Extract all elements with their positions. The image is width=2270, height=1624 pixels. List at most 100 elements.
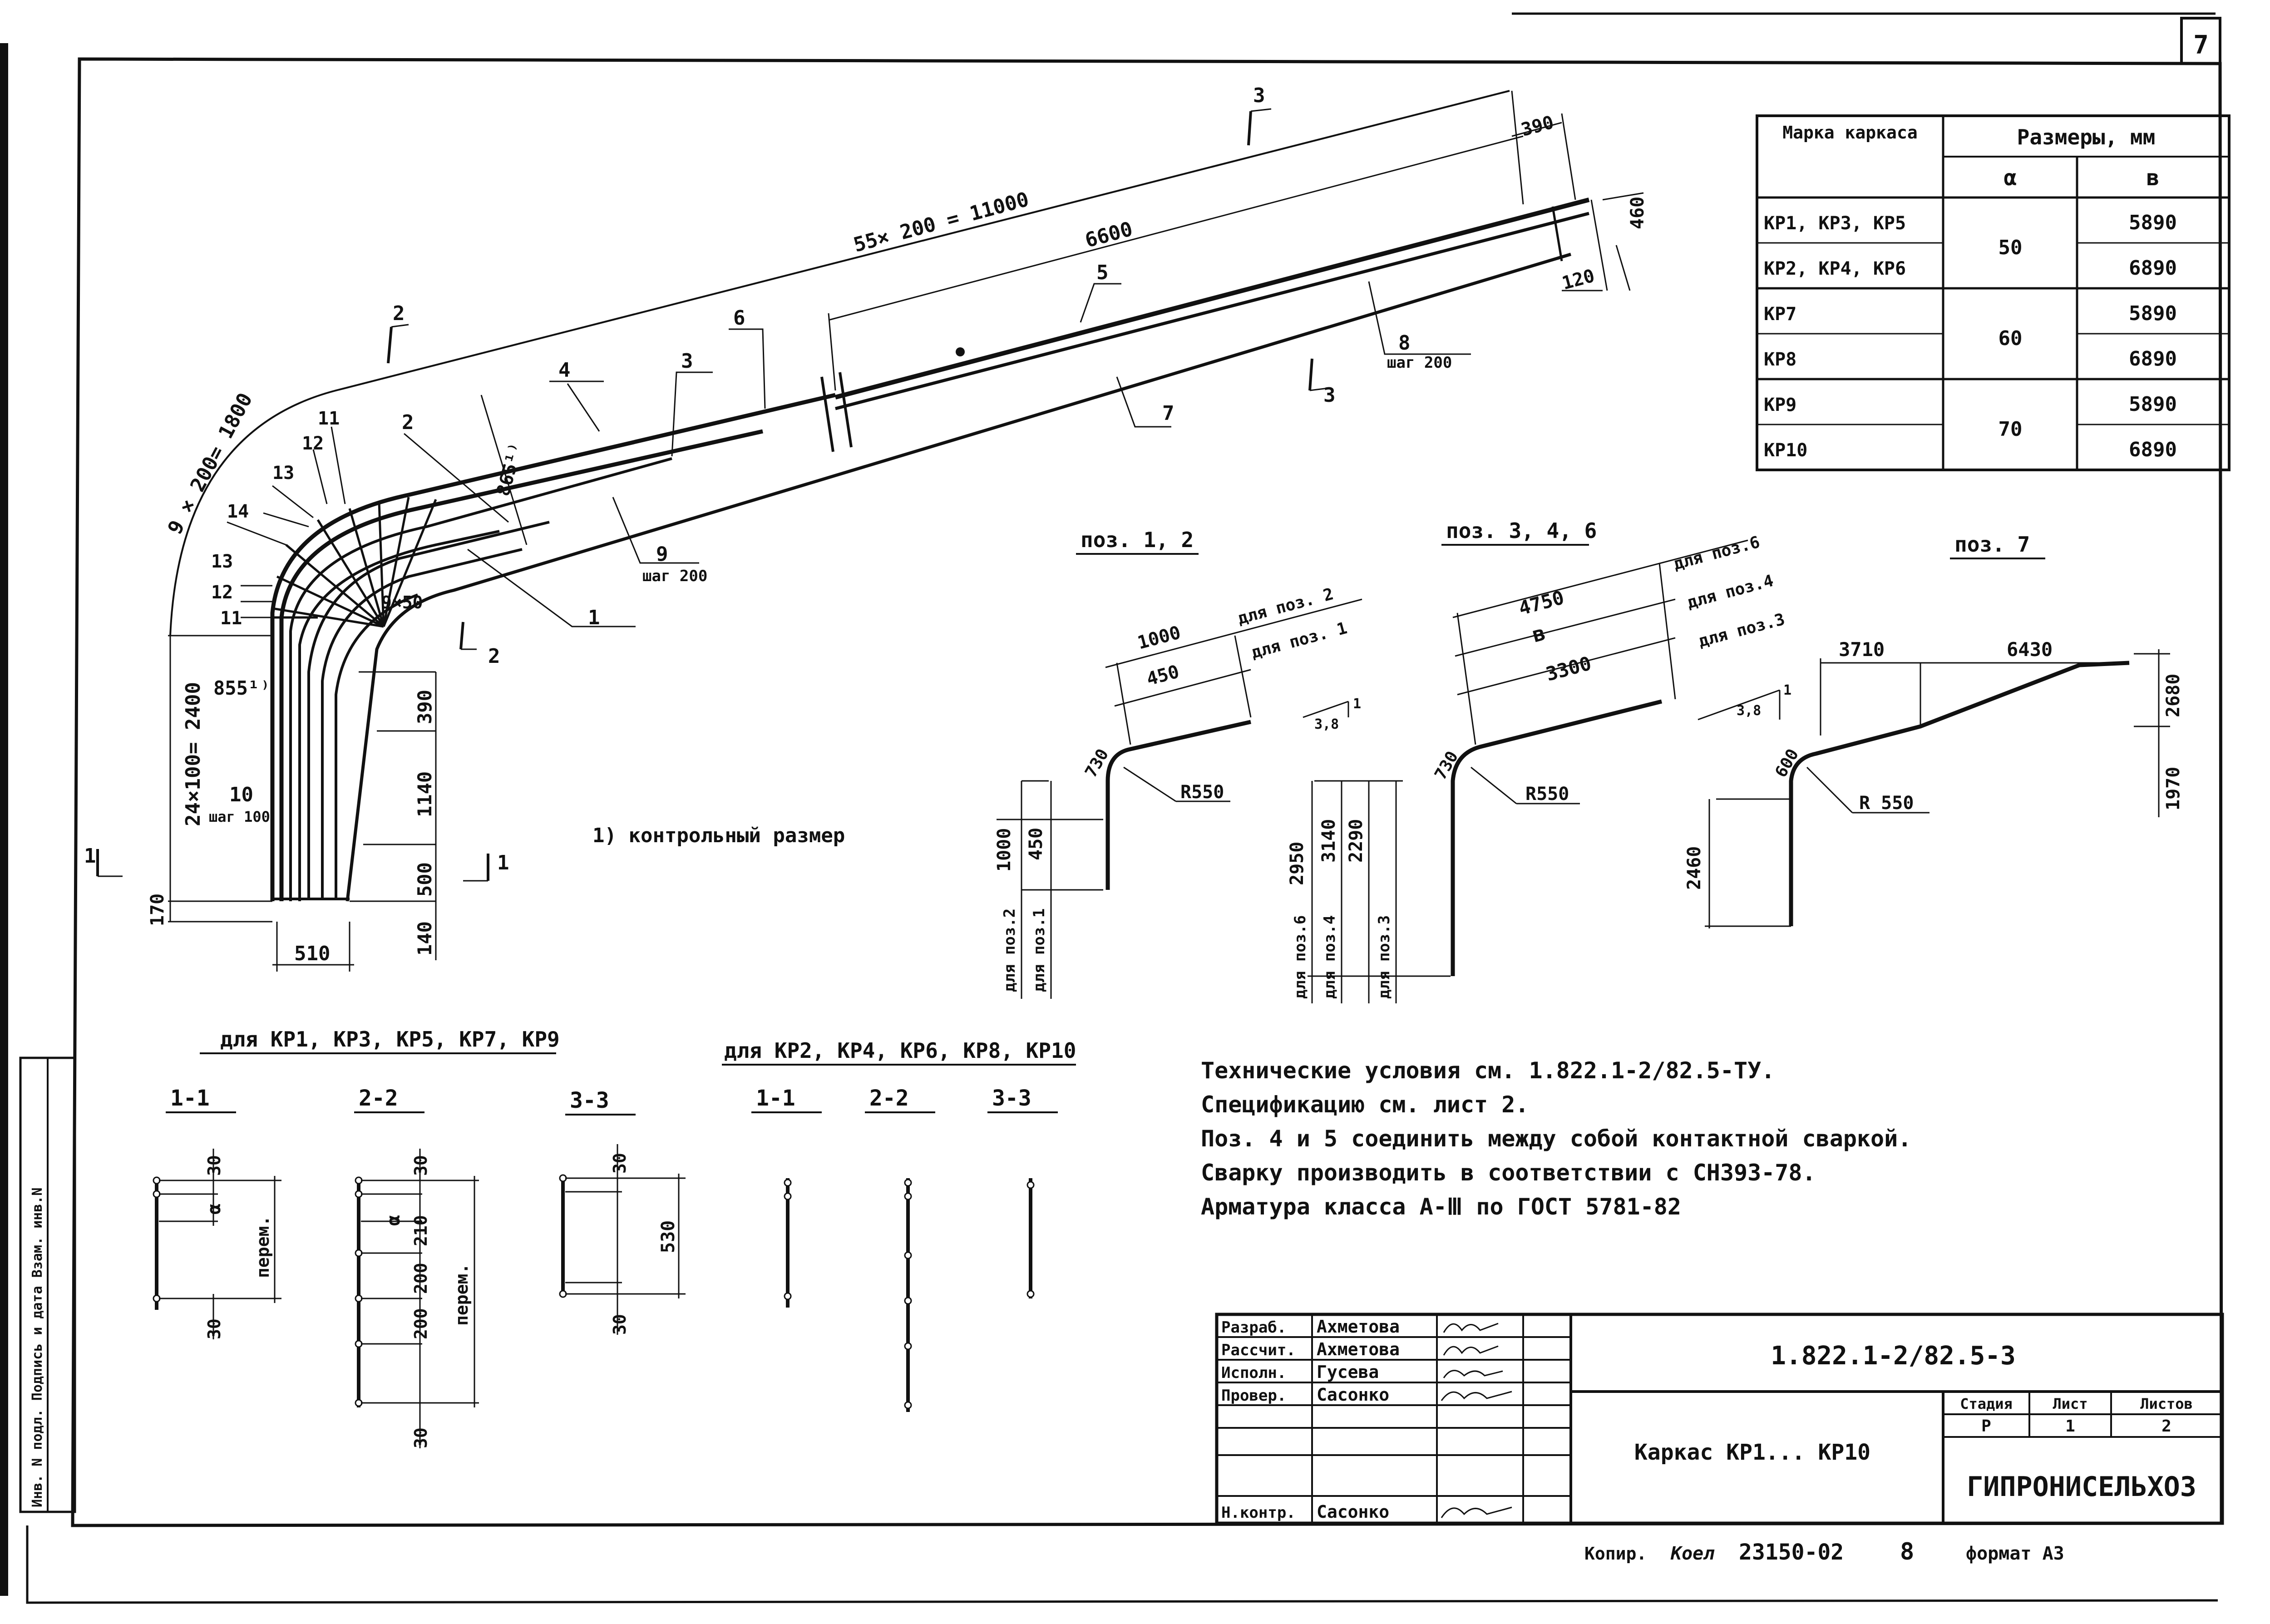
note-2: Спецификацию см. лист 2. bbox=[1201, 1091, 1529, 1118]
size-table bbox=[1756, 114, 2231, 471]
section-1-1-left: 1-1 bbox=[170, 1086, 210, 1111]
pos346-for-3: для поз.3 bbox=[1697, 610, 1787, 651]
pos346-bar bbox=[1308, 539, 1781, 1003]
pos346-slope: 3,8 bbox=[1737, 703, 1761, 719]
dim-500: 500 bbox=[414, 862, 436, 897]
dim-6600: 6600 bbox=[1083, 217, 1135, 252]
tb-name-2: Ахметова bbox=[1317, 1339, 1400, 1359]
copy-signature: Коел bbox=[1670, 1543, 1715, 1564]
table-a-1: 50 bbox=[1999, 236, 2023, 259]
pos-label-9: 9 bbox=[656, 543, 668, 566]
copy-label: Копир. bbox=[1584, 1544, 1647, 1564]
pos-label-11-left: 11 bbox=[220, 608, 242, 629]
dim-top: 55× 200 = 11000 bbox=[851, 188, 1031, 257]
table-mark-6: КР10 bbox=[1764, 440, 1807, 461]
section-2-2-left-drawing bbox=[355, 1149, 479, 1448]
s22-dim-200a: 200 bbox=[411, 1263, 431, 1294]
table-header-mark: Марка каркаса bbox=[1782, 123, 1917, 143]
section-3-3-left-drawing bbox=[559, 1144, 686, 1335]
s11-dim-30a: 30 bbox=[204, 1155, 224, 1176]
s11-dim-alpha: α bbox=[204, 1204, 225, 1214]
pos-label-7: 7 bbox=[1162, 402, 1174, 425]
note-1: Технические условия см. 1.822.1-2/82.5-Т… bbox=[1201, 1057, 1775, 1084]
dim-120: 120 bbox=[1560, 266, 1597, 294]
pos-label-3: 3 bbox=[681, 350, 693, 373]
section-mark-1-right: 1 bbox=[497, 851, 509, 874]
control-size-note: 1) контрольный размер bbox=[592, 824, 845, 847]
note-5: Арматура класса А-Ⅲ по ГОСТ 5781-82 bbox=[1201, 1194, 1681, 1220]
pos-label-12-left: 12 bbox=[211, 582, 233, 603]
step-200-a: шаг 200 bbox=[1387, 354, 1452, 372]
pos12-dim-450: 450 bbox=[1145, 661, 1182, 690]
table-header-b: в bbox=[2147, 165, 2160, 191]
pos7-dim-2680: 2680 bbox=[2163, 674, 2184, 717]
pos346-vfor-3: для поз.3 bbox=[1375, 915, 1393, 999]
s22-dim-alpha: α bbox=[383, 1215, 404, 1226]
pos-label-14: 14 bbox=[227, 501, 249, 522]
section-3-3-left: 3-3 bbox=[570, 1088, 609, 1113]
title-block-grid bbox=[1215, 1313, 2224, 1525]
main-cage-drawing bbox=[96, 90, 1644, 972]
pos7-bar bbox=[1705, 649, 2170, 928]
section-1-1-right: 1-1 bbox=[756, 1086, 795, 1111]
table-header-a: α bbox=[2004, 165, 2017, 191]
pos7-title: поз. 7 bbox=[1954, 532, 2030, 557]
pos-label-2: 2 bbox=[402, 411, 414, 434]
sheet-number: 7 bbox=[2193, 30, 2209, 60]
order-number: 23150-02 bbox=[1739, 1540, 1844, 1565]
tb-stage-header: Стадия bbox=[1960, 1395, 2013, 1412]
pos-label-8: 8 bbox=[1398, 331, 1411, 355]
note-4: Сварку производить в соответствии с СН39… bbox=[1201, 1160, 1816, 1186]
tb-role-4: Провер. bbox=[1221, 1387, 1286, 1405]
pos346-slope-1: 1 bbox=[1783, 682, 1791, 698]
s22-dim-200b: 200 bbox=[411, 1308, 431, 1339]
section-3-3-right: 3-3 bbox=[992, 1086, 1031, 1111]
pos-label-6: 6 bbox=[733, 306, 745, 330]
s22-perem: перем. bbox=[452, 1264, 472, 1326]
tb-organization: ГИПРОНИСЕЛЬХОЗ bbox=[1967, 1471, 2196, 1503]
pos12-bar bbox=[997, 598, 1362, 999]
pos346-radius: R550 bbox=[1525, 784, 1569, 805]
section-2-2-left: 2-2 bbox=[359, 1086, 398, 1111]
pos346-dim-3300: 3300 bbox=[1544, 652, 1594, 686]
dim-vert: 24×100= 2400 bbox=[182, 682, 205, 826]
s33-dim-30a: 30 bbox=[610, 1153, 630, 1174]
section-2-2-right: 2-2 bbox=[869, 1086, 909, 1111]
pos346-for-4: для поз.4 bbox=[1685, 572, 1776, 612]
order-mark: 8 bbox=[1900, 1538, 1914, 1565]
s33-dim-530: 530 bbox=[658, 1220, 679, 1253]
table-a-3: 60 bbox=[1999, 327, 2023, 350]
note-3: Поз. 4 и 5 соединить между собой контакт… bbox=[1201, 1125, 1911, 1152]
pos-label-12-top: 12 bbox=[302, 433, 324, 454]
tb-name-7: Сасонко bbox=[1317, 1502, 1389, 1522]
side-stamp-text: Инв. N подл. Подпись и дата Взам. инв.N bbox=[30, 1188, 45, 1507]
tb-sheets: 2 bbox=[2161, 1417, 2171, 1436]
step-200-b: шаг 200 bbox=[642, 567, 707, 585]
s11-perem: перем. bbox=[253, 1216, 273, 1278]
table-b-4: 6890 bbox=[2129, 347, 2177, 370]
table-mark-4: КР8 bbox=[1764, 349, 1796, 370]
tb-name-4: Сасонко bbox=[1317, 1385, 1389, 1405]
sections-left-title: для КР1, КР3, КР5, КР7, КР9 bbox=[220, 1027, 560, 1051]
sections-right-title: для КР2, КР4, КР6, КР8, КР10 bbox=[724, 1038, 1076, 1063]
pos-label-5: 5 bbox=[1096, 261, 1109, 284]
pos12-slope: 3,8 bbox=[1314, 716, 1339, 732]
table-b-2: 6890 bbox=[2129, 257, 2177, 280]
pos346-vdim-2290: 2290 bbox=[1346, 819, 1367, 863]
s22-dim-30a: 30 bbox=[411, 1155, 431, 1176]
section-mark-3-top: 3 bbox=[1253, 84, 1265, 107]
pos7-dim-1970: 1970 bbox=[2163, 767, 2184, 810]
pos346-vfor-4: для поз.4 bbox=[1321, 915, 1339, 999]
s11-dim-30b: 30 bbox=[204, 1318, 224, 1339]
step-100: шаг 100 bbox=[209, 808, 270, 825]
pos12-vdim-1000: 1000 bbox=[994, 828, 1015, 872]
section-mark-3-bottom: 3 bbox=[1323, 384, 1336, 407]
tb-name-1: Ахметова bbox=[1317, 1317, 1400, 1337]
pos-label-4: 4 bbox=[558, 359, 571, 382]
s22-dim-210: 210 bbox=[411, 1215, 431, 1246]
section-mark-1-left: 1 bbox=[84, 844, 96, 868]
dim-460: 460 bbox=[1627, 197, 1648, 229]
pos12-title: поз. 1, 2 bbox=[1081, 528, 1194, 552]
tb-designation: 1.822.1-2/82.5-3 bbox=[1771, 1341, 2015, 1371]
